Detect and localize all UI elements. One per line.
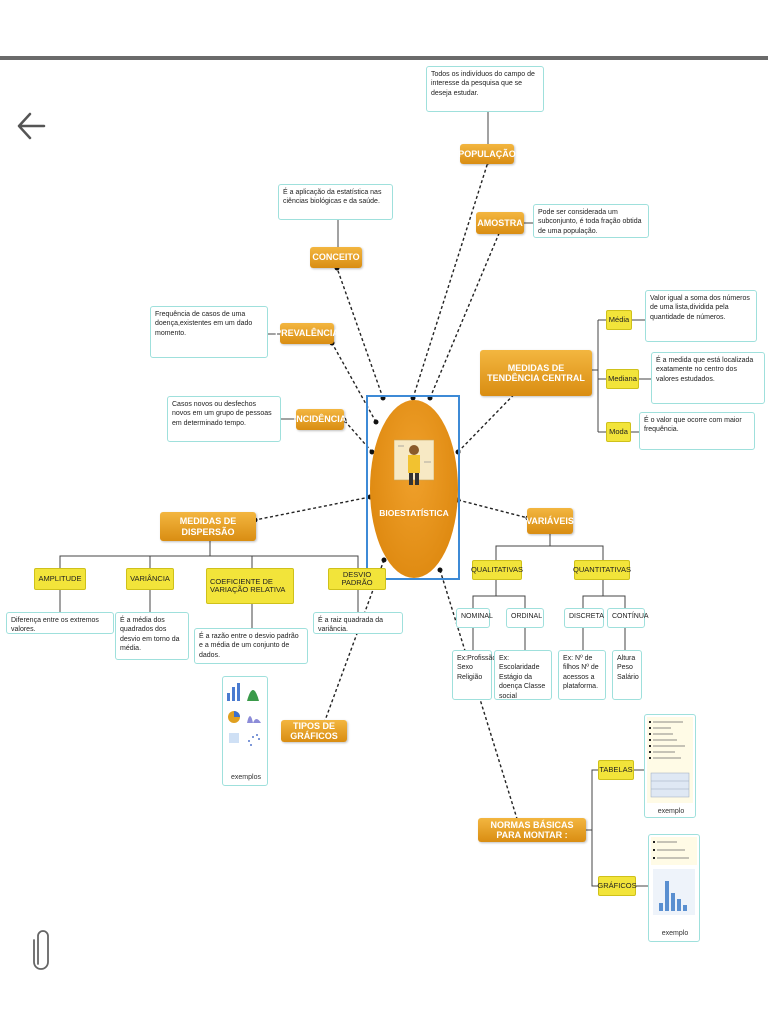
top-divider bbox=[0, 56, 768, 60]
amostra-description: Pode ser considerada um subconjunto, é t… bbox=[533, 204, 649, 238]
tabelas-leaf[interactable]: TABELAS bbox=[598, 760, 634, 780]
graficos-examples-caption: exemplos bbox=[231, 774, 261, 781]
tabelas-example-box: exemplo bbox=[644, 714, 696, 818]
paperclip-icon[interactable] bbox=[30, 926, 54, 972]
discreta-description: Ex: Nº de filhos Nº de acessos a platafo… bbox=[558, 650, 606, 700]
desvio-description: É a raiz quadrada da variância. bbox=[313, 612, 403, 634]
moda-description: É o valor que ocorre com maior frequênci… bbox=[639, 412, 755, 450]
variaveis-node[interactable]: VARIÁVEIS bbox=[526, 508, 574, 534]
normas-node[interactable]: NORMAS BÁSICAS PARA MONTAR : bbox=[478, 818, 586, 842]
continua-description: Altura Peso Salário bbox=[612, 650, 642, 700]
amplitude-description: Diferença entre os extremos valores. bbox=[6, 612, 114, 634]
variancia-leaf[interactable]: VARIÂNCIA bbox=[126, 568, 174, 590]
graficos-leaf[interactable]: GRÁFICOS bbox=[597, 876, 637, 896]
tabelas-example-caption: exemplo bbox=[657, 808, 685, 815]
conceito-description: É a aplicação da estatística nas ciência… bbox=[278, 184, 393, 220]
populacao-description: Todos os indivíduos do campo de interess… bbox=[426, 66, 544, 112]
mediana-leaf[interactable]: Mediana bbox=[606, 369, 639, 389]
chart-thumbnail-icon bbox=[651, 837, 697, 915]
amostra-node[interactable]: AMOSTRA bbox=[476, 212, 524, 234]
graficos-example-caption: exemplo bbox=[661, 930, 689, 937]
populacao-node[interactable]: POPULAÇÃO bbox=[458, 144, 516, 164]
variancia-description: É a média dos quadrados dos desvio em to… bbox=[115, 612, 189, 660]
top-bar bbox=[0, 0, 768, 58]
ordinal-box[interactable]: ORDINAL bbox=[506, 608, 544, 628]
mediana-description: É a medida que está localizada exatament… bbox=[651, 352, 765, 404]
center-label: BIOESTATÍSTICA bbox=[379, 508, 449, 518]
moda-leaf[interactable]: Moda bbox=[606, 422, 631, 442]
qualitativas-leaf[interactable]: QUALITATIVAS bbox=[471, 560, 523, 580]
nominal-description: Ex:Profissão Sexo Religião bbox=[452, 650, 496, 700]
conceito-node[interactable]: CONCEITO bbox=[310, 247, 362, 268]
discreta-box[interactable]: DISCRETA bbox=[564, 608, 604, 628]
amplitude-leaf[interactable]: AMPLITUDE bbox=[34, 568, 86, 590]
nominal-box[interactable]: NOMINAL bbox=[456, 608, 493, 628]
media-description: Valor igual a soma dos números de uma li… bbox=[645, 290, 757, 342]
chart-thumbnails-icon bbox=[227, 683, 261, 746]
tendencia-node[interactable]: MEDIDAS DE TENDÊNCIA CENTRAL bbox=[480, 350, 592, 396]
graficos-examples-box: exemplos bbox=[222, 676, 268, 786]
center-node[interactable] bbox=[370, 400, 458, 578]
center-node-frame[interactable] bbox=[366, 395, 460, 580]
scientist-illustration-icon bbox=[394, 439, 434, 485]
arrow-left-icon[interactable] bbox=[14, 106, 50, 146]
tipos-graficos-node[interactable]: TIPOS DE GRÁFICOS bbox=[281, 720, 347, 742]
table-thumbnail-icon bbox=[647, 717, 693, 803]
incidencia-node[interactable]: INCIDÊNCIA bbox=[294, 409, 346, 430]
media-leaf[interactable]: Média bbox=[606, 310, 632, 330]
incidencia-description: Casos novos ou desfechos novos em um gru… bbox=[167, 396, 281, 442]
ordinal-description: Ex: Escolaridade Estágio da doença Class… bbox=[494, 650, 552, 700]
dispersao-node[interactable]: MEDIDAS DE DISPERSÃO bbox=[160, 512, 256, 541]
graficos-example-box: exemplo bbox=[648, 834, 700, 942]
desvio-leaf[interactable]: DESVIO PADRÃO bbox=[328, 568, 386, 590]
quantitativas-leaf[interactable]: QUANTITATIVAS bbox=[573, 560, 631, 580]
prevalencia-description: Frequência de casos de uma doença,existe… bbox=[150, 306, 268, 358]
coeficiente-description: É a razão entre o desvio padrão e a médi… bbox=[194, 628, 308, 664]
coeficiente-leaf[interactable]: COEFICIENTE DE VARIAÇÃO RELATIVA bbox=[206, 568, 294, 604]
prevalencia-node[interactable]: PREVALÊNCIA bbox=[275, 323, 339, 344]
continua-box[interactable]: CONTÍNUA bbox=[607, 608, 649, 628]
